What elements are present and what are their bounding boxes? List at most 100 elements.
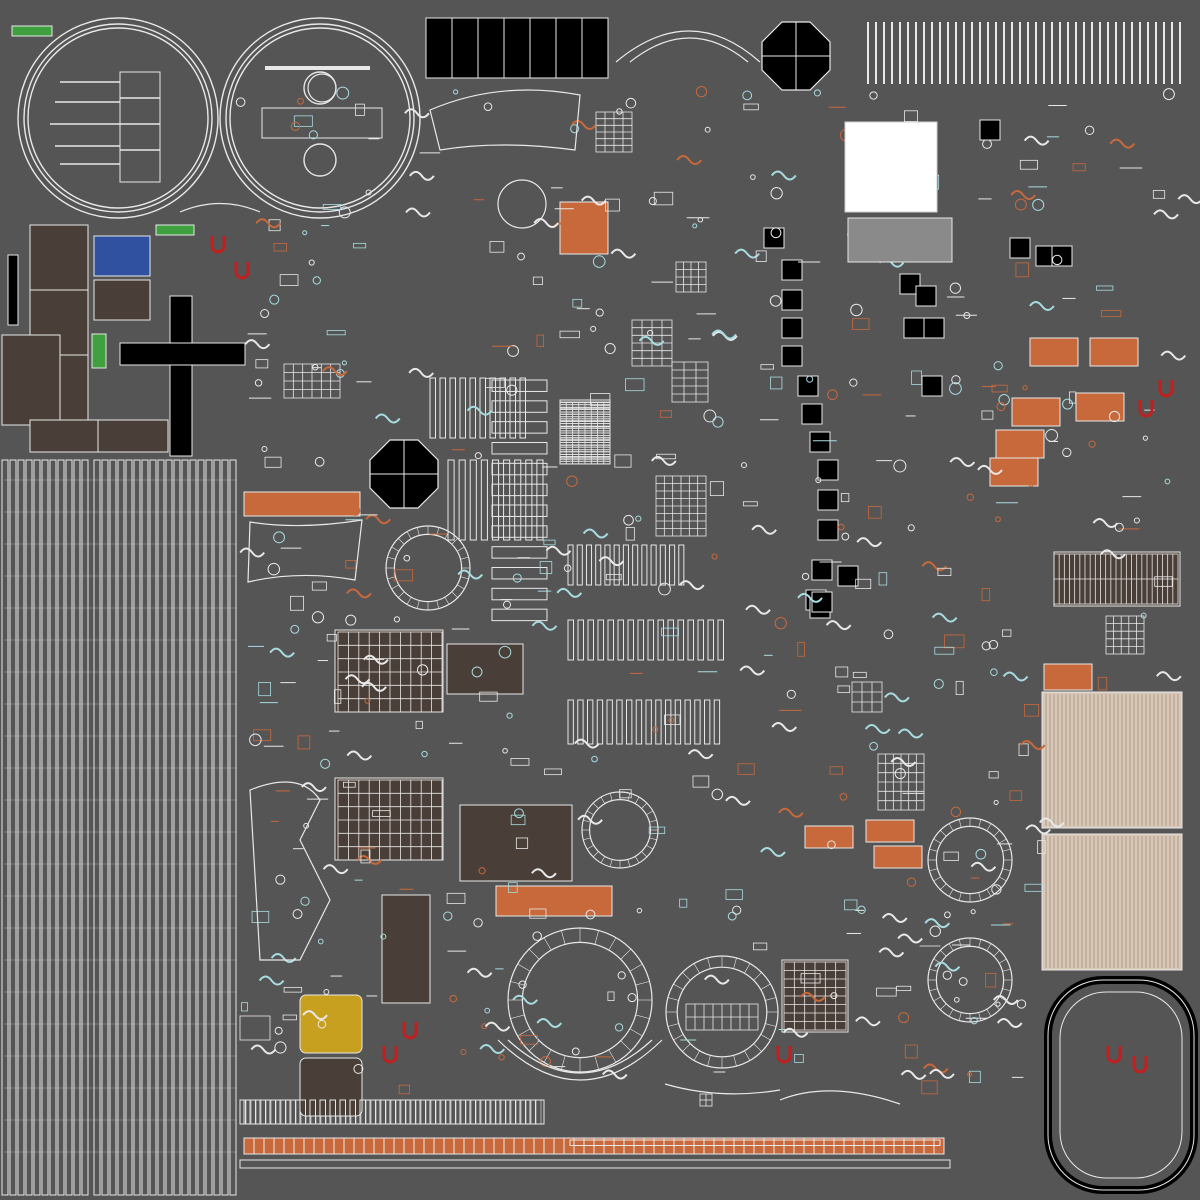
scatter-ring	[571, 1047, 580, 1056]
scatter-ring	[1062, 398, 1073, 410]
arena-spoke	[609, 793, 613, 801]
scatter-ring	[668, 717, 675, 724]
slat	[458, 459, 466, 541]
arena-spoke	[600, 796, 606, 804]
scatter-ring	[839, 792, 848, 801]
black-square	[781, 289, 803, 311]
scatter-ring	[449, 994, 458, 1003]
arena-spoke	[765, 1023, 777, 1027]
magnet-shape	[402, 1022, 418, 1040]
strip	[101, 459, 109, 1196]
scatter-curve	[931, 612, 958, 623]
scatter-box	[742, 501, 758, 507]
arena-spoke	[929, 968, 938, 972]
strip	[213, 459, 221, 1196]
slat	[489, 1099, 496, 1125]
slat	[479, 377, 486, 439]
arena-spoke	[451, 538, 458, 545]
scatter-ring	[958, 977, 968, 986]
scatter-box	[829, 766, 843, 775]
scatter-curve	[676, 155, 703, 166]
uv-bar-groups	[239, 377, 941, 1146]
arena-spoke	[456, 546, 465, 552]
slat	[439, 1099, 446, 1125]
scatter-curve	[258, 975, 285, 986]
arena-spoke	[993, 950, 1000, 957]
slat	[665, 699, 672, 745]
scatter-ring	[827, 389, 838, 400]
slat	[519, 377, 526, 439]
scatter-ring	[604, 342, 616, 355]
scatter-curve	[760, 846, 786, 857]
slat	[359, 1099, 366, 1125]
scatter-curve	[897, 728, 924, 739]
scatter-curve	[734, 248, 760, 259]
scatter-ring	[292, 909, 303, 919]
slat	[569, 1139, 941, 1146]
scatter-box	[981, 410, 994, 420]
scatter-curve	[1029, 300, 1055, 311]
scatter-curve	[346, 750, 373, 761]
scatter-curve	[302, 1010, 328, 1021]
strip	[73, 459, 81, 1196]
scatter-ring	[712, 416, 724, 428]
arena-spoke	[958, 892, 962, 901]
arena-spoke	[673, 983, 684, 990]
slat	[632, 544, 639, 586]
arena-spoke	[609, 859, 613, 867]
scatter-box	[755, 250, 767, 262]
uv-black-panel-top	[425, 17, 609, 79]
arena-spoke	[986, 888, 992, 897]
scatter-box	[572, 298, 583, 308]
scatter-curve	[405, 207, 431, 218]
scatter-box	[1072, 163, 1086, 172]
scatter-ring	[635, 515, 642, 522]
slat	[677, 619, 684, 661]
black-square	[915, 285, 937, 307]
scatter-curve	[924, 918, 951, 929]
arena-spoke	[586, 810, 594, 816]
scatter-ring	[353, 1063, 364, 1074]
arena-spoke	[561, 1055, 566, 1070]
scatter-box	[753, 942, 768, 951]
scatter-ring	[502, 747, 508, 754]
scatter-box	[446, 892, 466, 904]
scatter-box	[539, 561, 553, 575]
scatter-curve	[1002, 671, 1029, 682]
arena-spoke	[634, 856, 640, 864]
arena-spoke	[986, 823, 992, 832]
scatter-box	[605, 573, 622, 581]
scatter-curve	[374, 413, 401, 424]
scatter-curve	[570, 119, 597, 130]
slat	[694, 699, 701, 745]
black-square	[781, 317, 803, 339]
uv-arches	[179, 30, 901, 1105]
scatter-ring	[506, 384, 518, 396]
arena-spoke	[673, 1034, 684, 1041]
arena-spoke	[451, 591, 458, 598]
arena-spoke	[933, 876, 942, 882]
scatter-box	[852, 318, 870, 330]
scatter-curve	[346, 588, 372, 599]
arena-spoke	[528, 948, 540, 960]
slat	[596, 699, 604, 745]
scatter-ring	[1133, 517, 1140, 524]
scatter-curve	[322, 366, 348, 377]
arena-spoke	[760, 983, 771, 990]
uv-stripes-top-right	[867, 22, 1181, 84]
scatter-ring	[1142, 435, 1148, 441]
grid-box	[1105, 615, 1145, 655]
scatter-box	[415, 720, 423, 729]
scatter-curve	[1177, 194, 1200, 205]
slat	[399, 1099, 406, 1125]
arena-spoke	[436, 600, 440, 609]
scatter-ring	[692, 223, 698, 229]
arena-spoke	[986, 1008, 992, 1017]
scatter-curve	[996, 1018, 1023, 1028]
slat	[587, 619, 594, 661]
arena-spoke	[753, 1043, 762, 1052]
arena-spoke	[978, 892, 982, 901]
scatter-box	[326, 330, 346, 336]
slat	[491, 587, 548, 601]
arena-spoke	[948, 823, 954, 832]
